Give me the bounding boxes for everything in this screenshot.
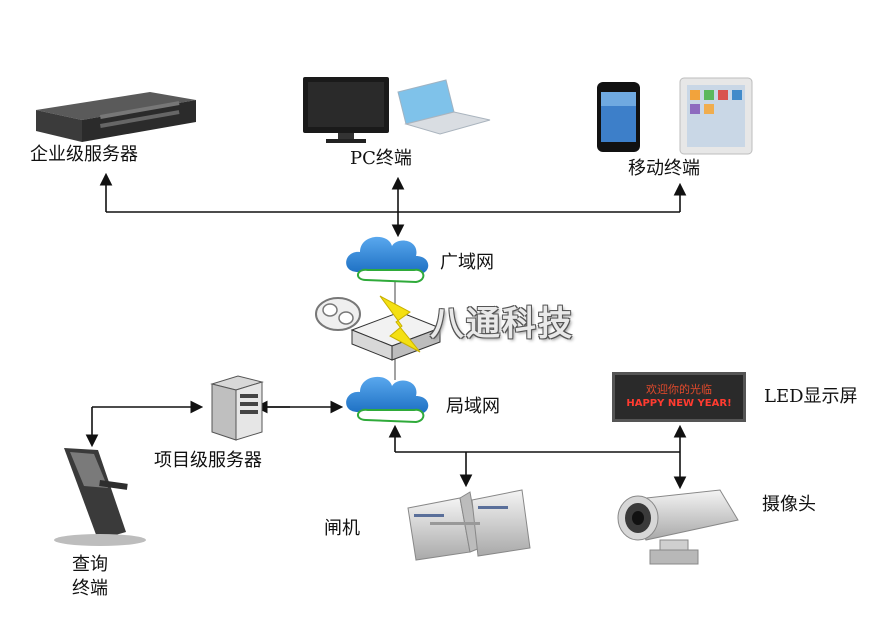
watermark-logo-icon xyxy=(315,297,361,331)
project-server-icon xyxy=(210,375,264,441)
lan-bottom-bus xyxy=(388,424,687,490)
led-display-label: LED显示屏 xyxy=(764,386,858,407)
query-terminal-label-line1: 查询 xyxy=(72,554,108,575)
enterprise-server-label: 企业级服务器 xyxy=(30,144,138,165)
gate-label: 闸机 xyxy=(324,518,360,539)
top-bus-line xyxy=(99,172,687,238)
pc-terminal-icon xyxy=(303,77,491,143)
project-server-label: 项目级服务器 xyxy=(154,450,262,471)
wan-label: 广域网 xyxy=(440,252,494,273)
watermark-text: 八通科技 xyxy=(430,304,574,344)
mobile-terminal-icon xyxy=(597,77,753,155)
enterprise-server-icon xyxy=(36,92,196,142)
pc-terminal-label: PC终端 xyxy=(350,148,412,169)
server-query-line xyxy=(85,400,204,448)
led-screen-line2: HAPPY NEW YEAR! xyxy=(626,398,732,409)
query-terminal-icon xyxy=(54,448,146,546)
router-icon xyxy=(350,311,442,361)
wan-cloud-icon xyxy=(346,236,429,284)
lan-cloud-icon xyxy=(346,376,429,424)
led-display-icon: 欢迎你的光临 HAPPY NEW YEAR! xyxy=(612,372,746,422)
led-screen-line1: 欢迎你的光临 xyxy=(646,383,712,396)
gate-icon xyxy=(407,489,531,561)
mobile-terminal-label: 移动终端 xyxy=(628,158,700,179)
camera-label: 摄像头 xyxy=(762,494,816,515)
lightning-icon xyxy=(379,295,421,353)
query-terminal-label-line2: 终端 xyxy=(72,578,108,599)
lan-label: 局域网 xyxy=(446,396,500,417)
camera-icon xyxy=(617,489,739,565)
